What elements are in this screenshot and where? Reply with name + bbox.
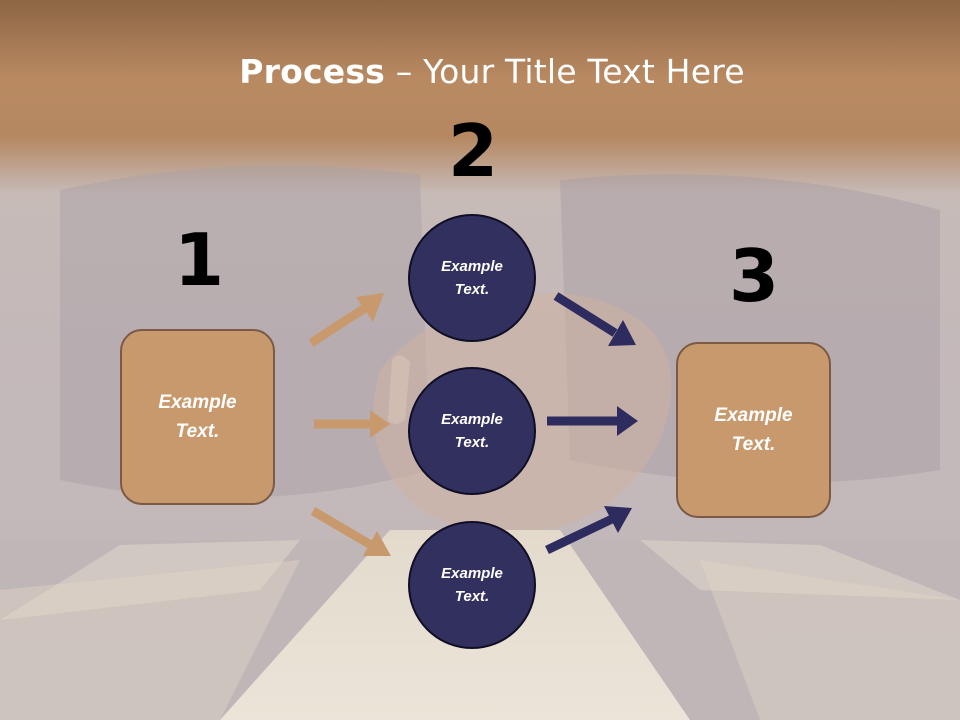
arrow-left-to-bottom [310, 507, 391, 556]
step-number-1: 1 [173, 218, 225, 302]
circle-top: Example Text. [408, 214, 536, 342]
title-rest: – Your Title Text Here [385, 52, 745, 91]
arrow-left-to-top [308, 293, 384, 347]
left-box-text: Example Text. [158, 392, 237, 442]
slide-title: Process – Your Title Text Here [0, 52, 960, 91]
arrow-left-to-middle [314, 410, 390, 438]
circle-middle-text: Example Text. [441, 411, 503, 451]
arrow-bottom-to-right [545, 506, 632, 555]
right-box: Example Text. [676, 342, 831, 518]
left-box: Example Text. [120, 329, 275, 505]
arrow-middle-to-right [547, 406, 638, 436]
arrow-top-to-right [553, 292, 636, 346]
circle-top-text: Example Text. [441, 258, 503, 298]
step-number-2: 2 [447, 109, 499, 193]
circle-bottom: Example Text. [408, 521, 536, 649]
right-box-text: Example Text. [714, 405, 793, 455]
circle-middle: Example Text. [408, 367, 536, 495]
title-bold: Process [239, 52, 386, 91]
step-number-3: 3 [728, 234, 780, 318]
circle-bottom-text: Example Text. [441, 565, 503, 605]
